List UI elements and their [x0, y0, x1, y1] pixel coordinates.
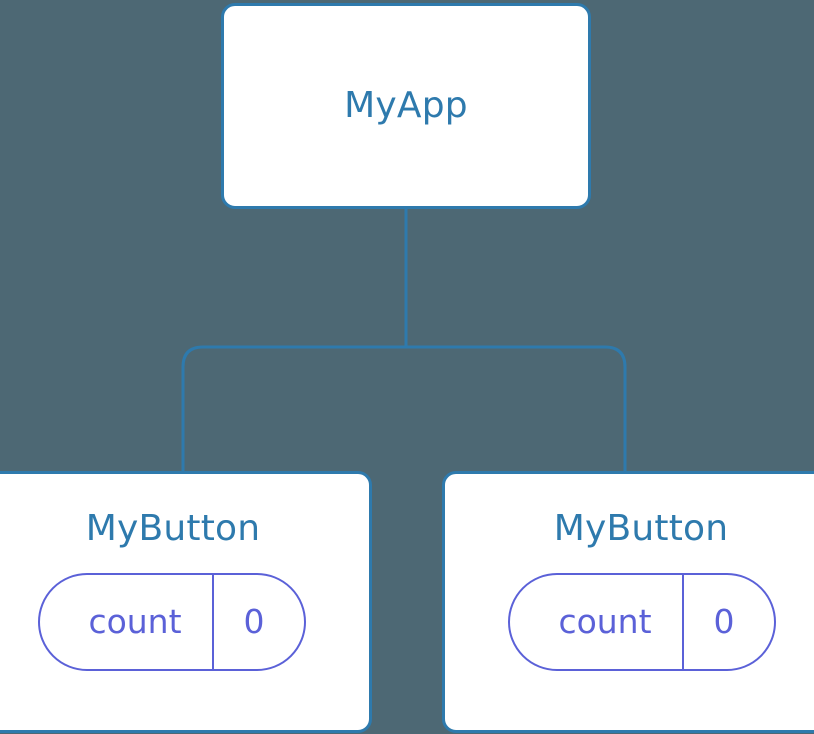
connector-branch-right — [406, 345, 627, 473]
node-title: MyButton — [553, 508, 729, 549]
node-mybutton-left[interactable]: MyButton count 0 — [0, 471, 372, 733]
node-myapp[interactable]: MyApp — [221, 3, 591, 209]
node-title: MyButton — [85, 508, 261, 549]
state-value: 0 — [713, 602, 735, 642]
state-value: 0 — [243, 602, 265, 642]
state-key: count — [40, 574, 214, 669]
state-badge[interactable]: count 0 — [38, 572, 306, 671]
connector-branch-left — [181, 345, 406, 473]
node-title: MyApp — [344, 85, 468, 127]
node-mybutton-right[interactable]: MyButton count 0 — [442, 471, 814, 733]
state-key: count — [510, 574, 684, 669]
state-badge[interactable]: count 0 — [508, 572, 776, 671]
